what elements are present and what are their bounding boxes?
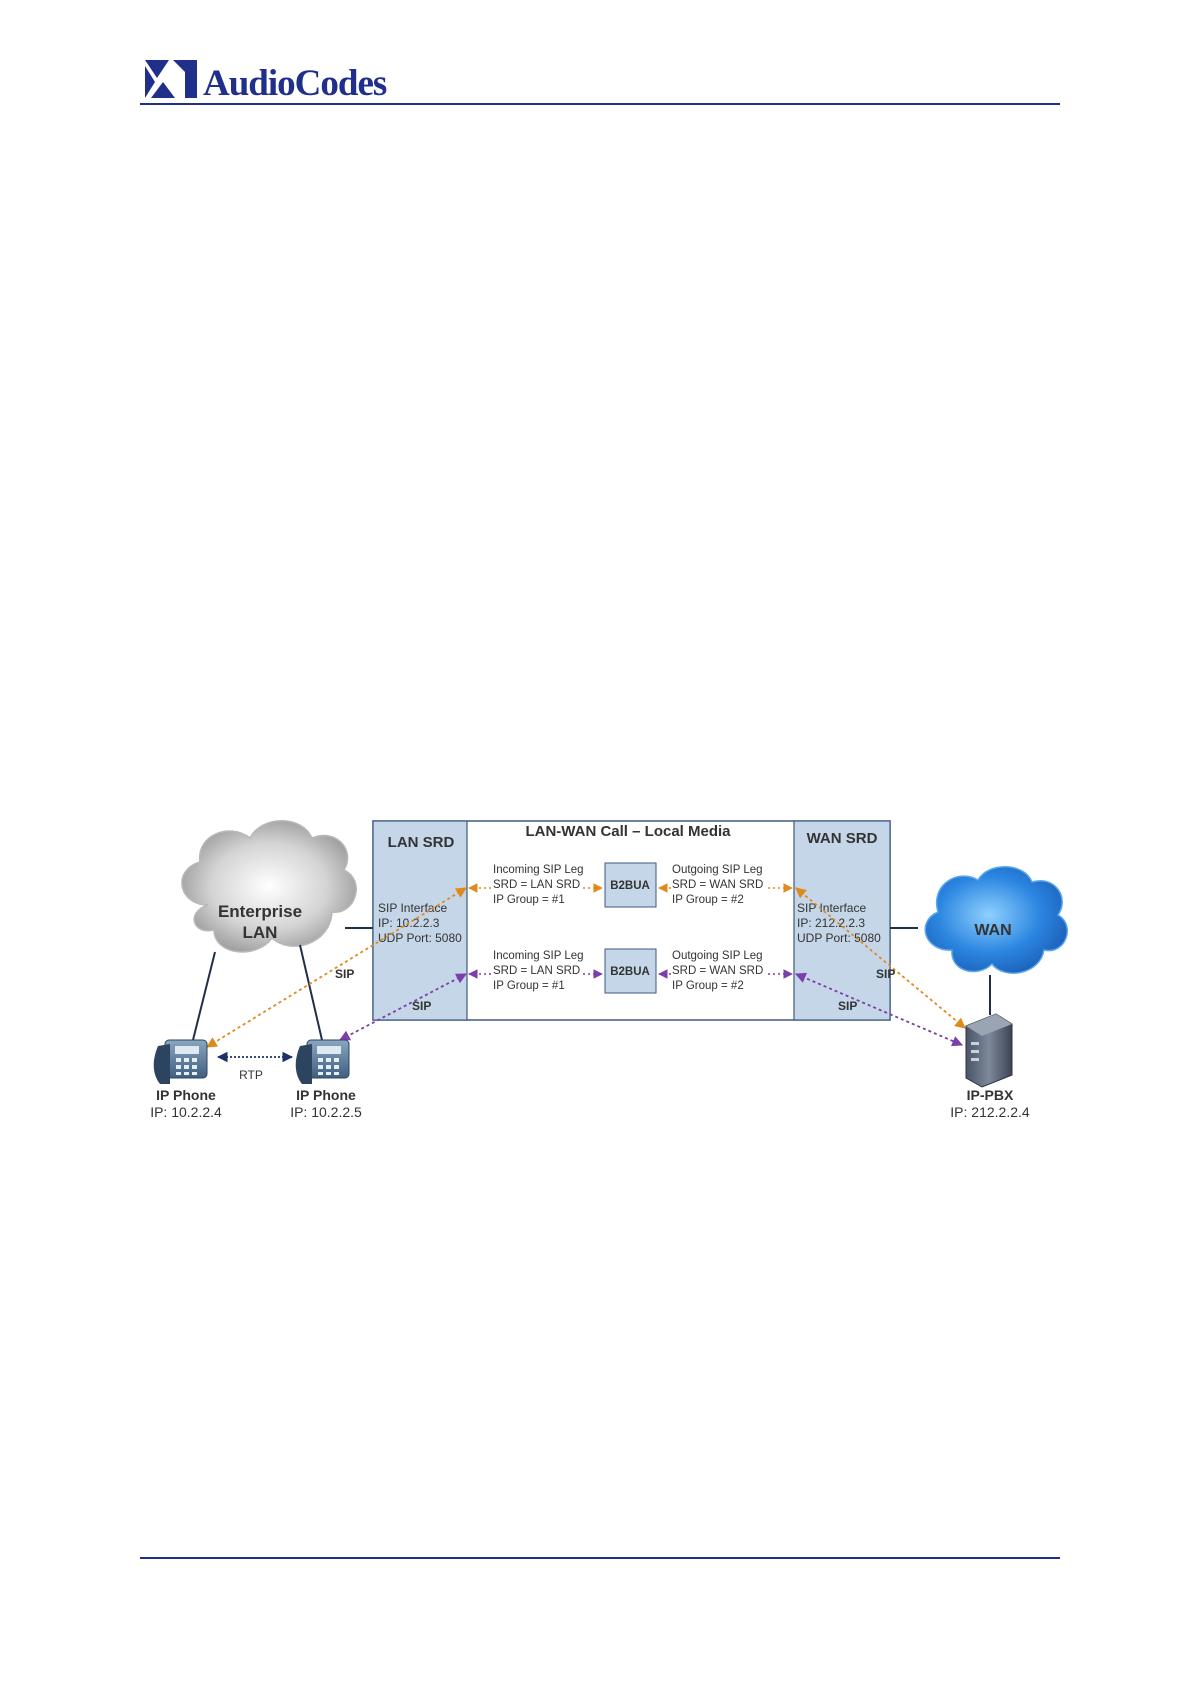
ip-pbx-server-icon [966, 1014, 1012, 1087]
ip-phone-1-name: IP Phone [156, 1087, 216, 1103]
wan-srd-sip-label: SIP [838, 999, 857, 1013]
leg1-outgoing-title: Outgoing SIP Leg [672, 864, 763, 876]
lan-cloud-to-phone1-link [193, 952, 215, 1040]
enterprise-lan-label-1: Enterprise [218, 902, 302, 921]
leg1-outgoing-ipgroup: IP Group = #2 [672, 894, 744, 906]
ip-phone-2-ip: IP: 10.2.2.5 [290, 1104, 362, 1120]
wan-sip-interface-port: UDP Port: 5080 [797, 931, 881, 945]
lan-sip-interface-port: UDP Port: 5080 [378, 931, 462, 945]
diagram-title: LAN-WAN Call – Local Media [525, 823, 731, 840]
lan-cloud-to-phone2-link [300, 945, 322, 1040]
ip-pbx-ip: IP: 212.2.2.4 [950, 1104, 1030, 1120]
leg1-incoming-title: Incoming SIP Leg [493, 864, 584, 876]
lan-sip-flow-label: SIP [335, 967, 354, 981]
leg2-b2bua-label: B2BUA [610, 966, 650, 978]
rtp-label: RTP [239, 1068, 263, 1082]
leg1-outgoing-srd: SRD = WAN SRD [672, 879, 763, 891]
wan-sip-interface-ip: IP: 212.2.2.3 [797, 916, 865, 930]
leg2-incoming-title: Incoming SIP Leg [493, 950, 584, 962]
wan-sip-flow-label: SIP [876, 967, 895, 981]
wan-srd-label: WAN SRD [807, 830, 878, 847]
ip-phone-2-name: IP Phone [296, 1087, 356, 1103]
ip-pbx-name: IP-PBX [967, 1087, 1014, 1103]
ip-phone-1-icon [154, 1040, 207, 1084]
leg2-outgoing-ipgroup: IP Group = #2 [672, 980, 744, 992]
enterprise-lan-label-2: LAN [243, 923, 278, 942]
wan-sip-interface-title: SIP Interface [797, 901, 866, 915]
ip-phone-2-icon [296, 1040, 349, 1084]
lan-sip-interface-title: SIP Interface [378, 901, 447, 915]
leg1-b2bua-label: B2BUA [610, 880, 650, 892]
leg2-incoming-srd: SRD = LAN SRD [493, 965, 580, 977]
wan-cloud-label: WAN [974, 922, 1011, 939]
leg1-incoming-ipgroup: IP Group = #1 [493, 894, 565, 906]
leg2-incoming-ipgroup: IP Group = #1 [493, 980, 565, 992]
leg2-outgoing-title: Outgoing SIP Leg [672, 950, 763, 962]
lan-srd-label: LAN SRD [388, 834, 455, 851]
ip-phone-1-ip: IP: 10.2.2.4 [150, 1104, 222, 1120]
leg2-outgoing-srd: SRD = WAN SRD [672, 965, 763, 977]
leg1-incoming-srd: SRD = LAN SRD [493, 879, 580, 891]
wan-cloud [925, 867, 1067, 973]
